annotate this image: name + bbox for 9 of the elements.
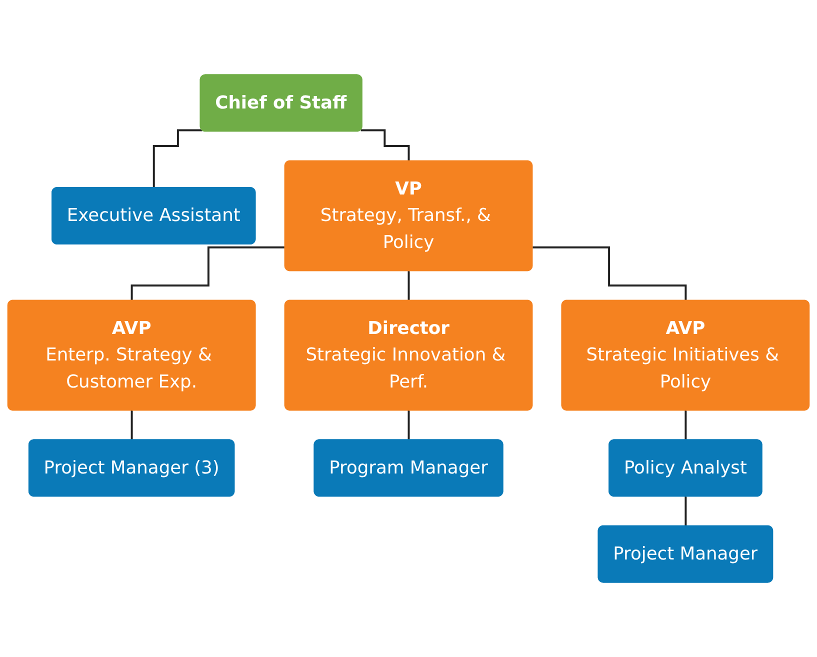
connector (532, 246, 687, 302)
connector (130, 246, 286, 302)
connector (130, 410, 134, 442)
connector (360, 129, 410, 162)
connector (152, 129, 202, 190)
connector (684, 496, 687, 528)
connector (408, 410, 410, 442)
connector (684, 410, 687, 442)
connector (408, 270, 410, 302)
